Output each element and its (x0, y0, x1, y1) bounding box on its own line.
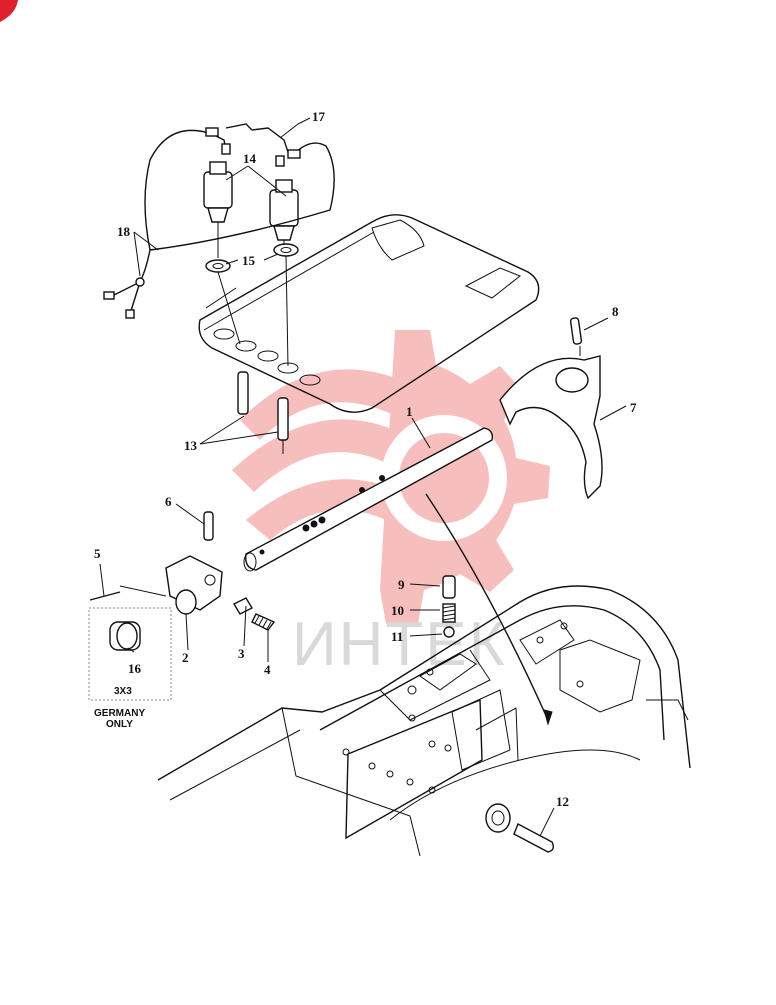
dowel-pin-right (277, 397, 289, 441)
inset-note-line1: GERMANY (94, 708, 145, 719)
leader-lines (99, 117, 627, 837)
shift-rail (243, 427, 494, 572)
callout-11: 11 (391, 629, 403, 644)
callout-14: 14 (243, 151, 257, 166)
callout-15: 15 (242, 253, 256, 268)
callout-18: 18 (117, 224, 131, 239)
seal-12 (485, 803, 555, 853)
inset-note-line2: ONLY (106, 719, 133, 730)
callout-13: 13 (184, 438, 198, 453)
roll-pin-6 (203, 511, 214, 541)
callout-16: 16 (128, 661, 142, 676)
callout-17: 17 (312, 109, 326, 124)
callout-7: 7 (630, 400, 637, 415)
callout-9: 9 (398, 577, 405, 592)
shift-fork (499, 346, 603, 500)
cover-plate (198, 214, 540, 413)
inset-qty: 3X3 (114, 686, 132, 697)
watermark-text: ИНТЕК (292, 610, 507, 679)
washer-left (205, 259, 231, 273)
inset-germany-only (88, 607, 172, 701)
watermark-arc-1 (240, 369, 440, 440)
callout-10: 10 (391, 603, 404, 618)
pin-5 (89, 591, 121, 601)
pressure-switch-right (269, 179, 299, 248)
dowel-pin-left (237, 371, 249, 415)
gearbox-housing (157, 585, 691, 857)
detent-ball (443, 626, 455, 638)
bolt-3 (233, 597, 253, 615)
callout-3: 3 (238, 646, 245, 661)
roll-pin-8 (569, 317, 583, 345)
callout-4: 4 (264, 662, 271, 677)
detent-plunger (442, 575, 456, 599)
callout-1: 1 (406, 404, 413, 419)
callout-12: 12 (556, 794, 569, 809)
callout-6: 6 (165, 494, 172, 509)
callout-5: 5 (94, 546, 101, 561)
callout-8: 8 (612, 304, 619, 319)
callout-2: 2 (182, 650, 189, 665)
pressure-switch-left (203, 161, 233, 258)
wiring-harness (103, 123, 335, 319)
detent-spring (442, 603, 456, 623)
corner-mark (0, 0, 18, 22)
shift-lever-bracket (165, 555, 223, 615)
